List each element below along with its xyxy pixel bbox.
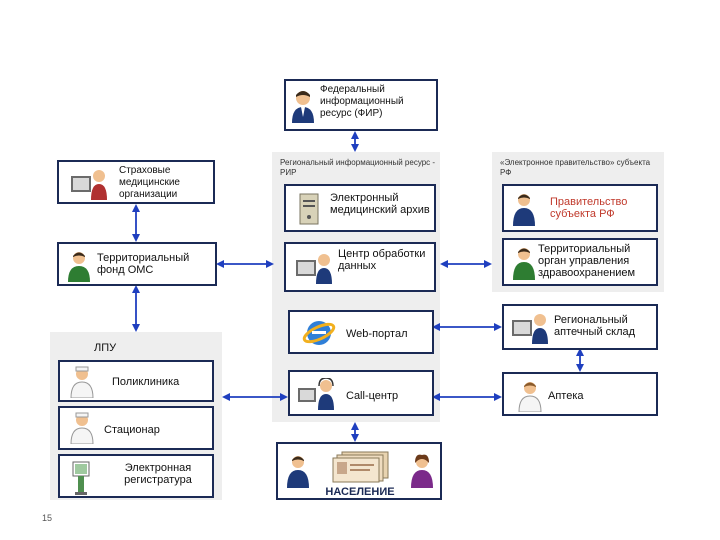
pharmacist-icon [518,382,542,412]
computer-worker-icon [71,170,107,200]
health-authority-box: Территориальный орган управления здравоо… [502,238,658,286]
page-number: 15 [42,513,53,523]
fir-label: Федеральный информационный ресурс (ФИР) [320,84,404,119]
polyclinic-label: Поликлиника [112,376,180,388]
kiosk-icon [72,461,90,495]
smo-label: Страховые медицинские организации [119,165,180,200]
doctor-icon [70,366,94,398]
tfoms-box: Территориальный фонд ОМС [57,242,217,286]
gov-label: Правительство субъекта РФ [550,196,628,220]
computer-worker-icon [512,314,548,344]
registry-label: Электронная регистратура [124,462,192,486]
registry-box: Электронная регистратура [58,454,214,498]
call-operator-icon [298,378,334,410]
person-icon [411,454,433,488]
pharmacy-label: Аптека [548,390,584,402]
call-center-label: Call-центр [346,390,399,402]
server-icon [299,193,319,225]
person-icon [513,194,535,226]
web-portal-label: Web-портал [346,328,408,340]
gov-box: Правительство субъекта РФ [502,184,658,232]
web-portal-box[interactable]: Web-портал [288,310,434,354]
lpu-header: ЛПУ [94,342,117,354]
internet-explorer-icon [302,321,336,345]
person-icon [513,248,535,280]
population-box: НАСЕЛЕНИЕ [276,442,442,500]
pharmacy-warehouse-label: Региональный аптечный склад [554,314,636,338]
hospital-label: Стационар [104,424,160,436]
smo-box: Страховые медицинские организации [57,160,215,204]
rir-header: Региональный информационный ресурс - РИР [280,158,436,177]
population-label: НАСЕЛЕНИЕ [325,486,395,498]
person-icon [68,252,90,282]
computer-worker-icon [296,254,332,284]
tfoms-label: Территориальный фонд ОМС [97,252,190,276]
pharmacy-box: Аптека [502,372,658,416]
nurse-icon [70,412,94,444]
pharmacy-warehouse-box: Региональный аптечный склад [502,304,658,350]
cod-label: Центр обработки данных [338,248,426,272]
cod-box: Центр обработки данных [284,242,436,292]
archive-box: Электронный медицинский архив [284,184,436,232]
medical-cards-icon [332,451,389,483]
polyclinic-box: Поликлиника [58,360,214,402]
archive-label: Электронный медицинский архив [330,192,430,216]
call-center-box[interactable]: Call-центр [288,370,434,416]
hospital-box: Стационар [58,406,214,450]
person-icon [292,91,314,123]
fir-box: Федеральный информационный ресурс (ФИР) [284,79,438,131]
person-icon [287,456,309,488]
health-authority-label: Территориальный орган управления здравоо… [538,243,636,279]
egov-header: «Электронное правительство» субъекта РФ [500,158,651,177]
